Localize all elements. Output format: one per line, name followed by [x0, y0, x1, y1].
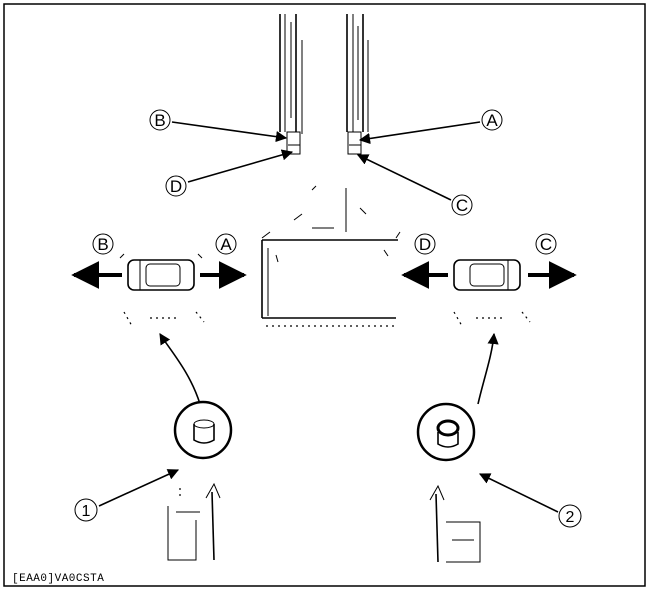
figure-code: [EAA0]VA0CSTA — [12, 573, 104, 585]
left-pin-assembly — [71, 253, 247, 327]
callout-A-top: A — [358, 109, 503, 145]
label-B-top: B — [154, 111, 165, 130]
detail-circle — [416, 402, 476, 462]
callout-B-top: B — [149, 109, 288, 143]
callout-1: 1 — [74, 469, 180, 522]
label-A-top: A — [486, 111, 498, 130]
detail-1 — [159, 333, 233, 561]
callout-2: 2 — [478, 473, 582, 528]
arrow-icon — [356, 154, 452, 201]
label-B-left: B — [97, 235, 108, 254]
arrow-icon — [98, 469, 180, 507]
callout-C-top: C — [356, 154, 473, 216]
callout-D-top: D — [165, 149, 294, 197]
label-C-top: C — [456, 196, 468, 215]
callout-circle-icon — [451, 194, 473, 216]
callout-A-left: A — [215, 233, 237, 255]
label-D-right: D — [419, 235, 431, 254]
arrow-icon — [171, 121, 288, 143]
center-housing — [261, 185, 401, 327]
right-pin-assembly — [401, 259, 577, 327]
label-A-left: A — [220, 235, 232, 254]
callout-circle-icon — [165, 175, 187, 197]
arrow-icon — [159, 333, 201, 405]
column-assembly — [279, 14, 369, 155]
callout-circle-icon — [481, 109, 503, 131]
arrow-icon — [477, 332, 499, 405]
callout-circle-icon — [149, 109, 171, 131]
callout-B-left: B — [92, 233, 114, 255]
arrow-icon — [478, 473, 559, 513]
callout-circle-icon — [74, 498, 98, 522]
callout-C-right: C — [535, 233, 557, 255]
callout-circle-icon — [215, 233, 237, 255]
left-pin — [127, 259, 195, 291]
arrow-icon — [187, 149, 294, 183]
callout-D-right: D — [414, 233, 436, 255]
figure-frame — [3, 3, 646, 587]
detail-circle — [173, 400, 233, 460]
callout-circle-icon — [535, 233, 557, 255]
right-pin — [453, 259, 521, 291]
arrow-icon — [358, 121, 481, 145]
label-D-top: D — [170, 177, 182, 196]
callout-circle-icon — [414, 233, 436, 255]
callout-circle-icon — [92, 233, 114, 255]
detail-2 — [416, 332, 499, 563]
callout-circle-icon — [558, 504, 582, 528]
label-2: 2 — [566, 509, 575, 526]
label-C-right: C — [540, 235, 552, 254]
label-1: 1 — [82, 503, 91, 520]
